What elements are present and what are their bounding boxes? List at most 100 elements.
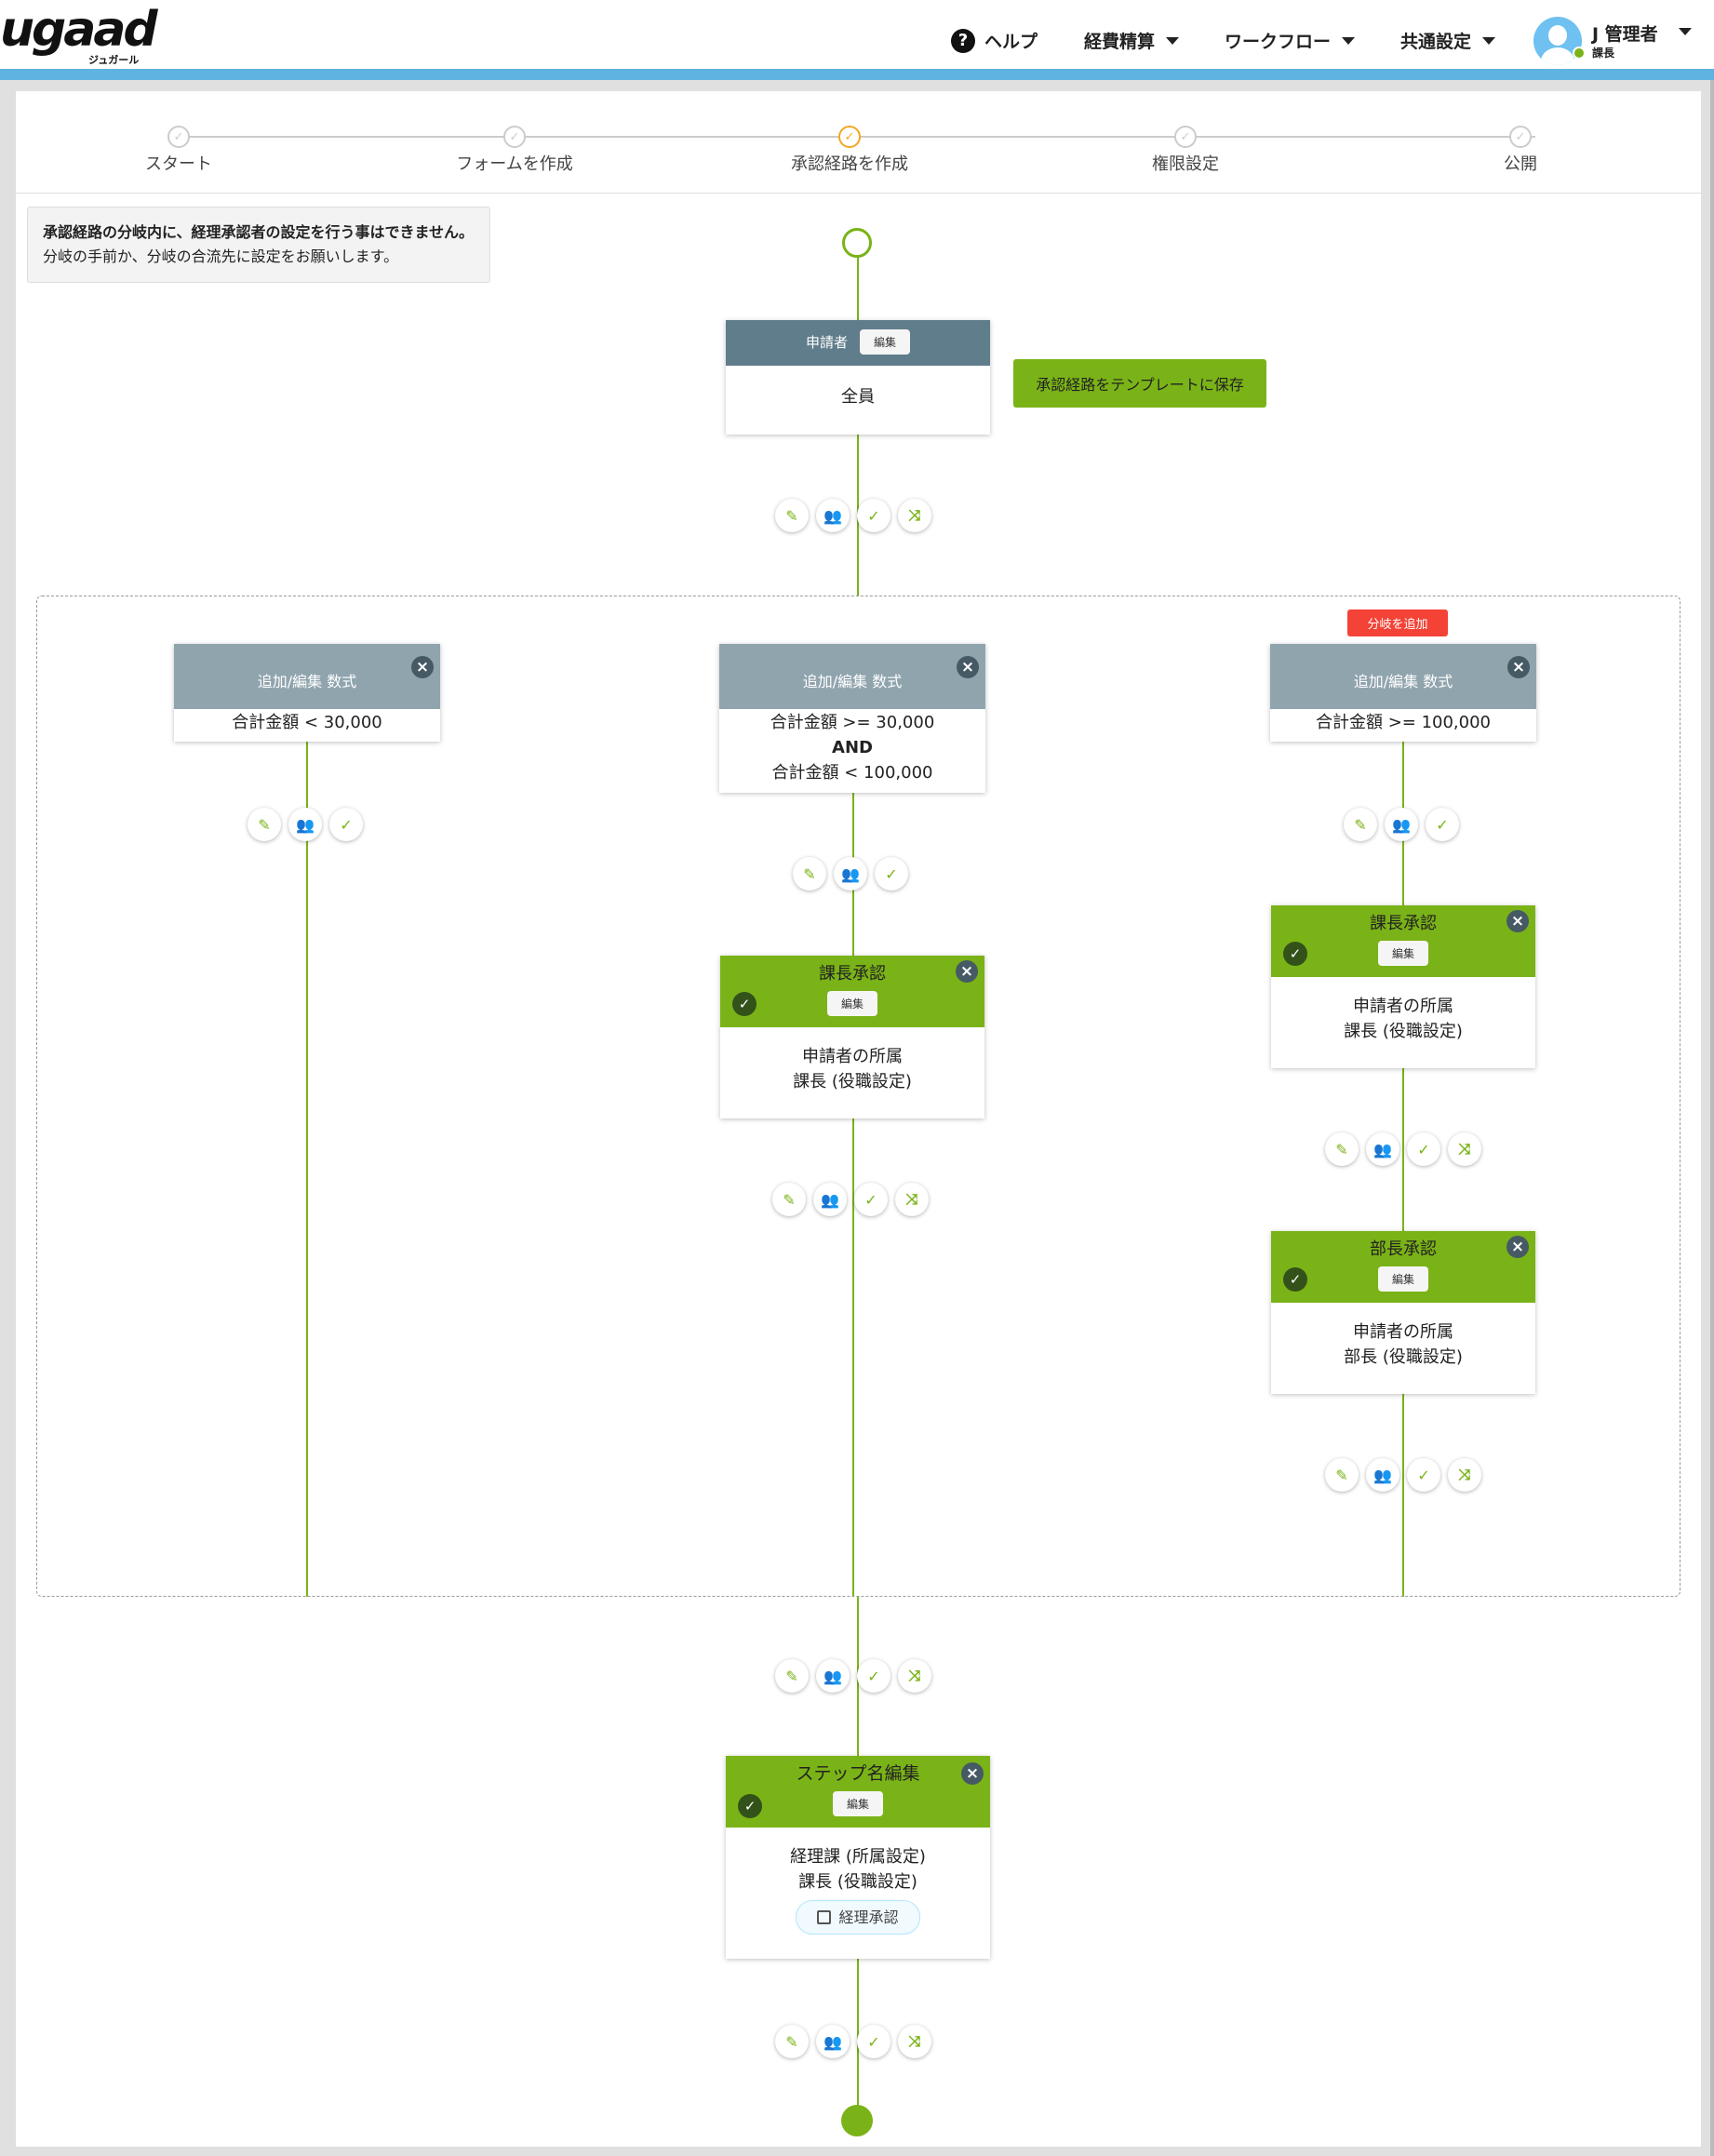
- check-icon[interactable]: ✓: [732, 992, 757, 1016]
- pencil-icon[interactable]: ✎: [248, 808, 281, 841]
- close-icon[interactable]: ×: [1506, 1236, 1529, 1258]
- pencil-icon[interactable]: ✎: [772, 1183, 806, 1216]
- menu-workflow[interactable]: ワークフロー: [1225, 28, 1356, 53]
- close-icon[interactable]: ×: [411, 656, 434, 678]
- check-icon[interactable]: ✓: [738, 1794, 762, 1818]
- add-user-icon[interactable]: 👥: [816, 1659, 850, 1693]
- save-template-button[interactable]: 承認経路をテンプレートに保存: [1013, 359, 1266, 408]
- check-icon[interactable]: ✓: [857, 2025, 890, 2058]
- branch-card-2: 追加/編集 数式 × 合計金額 >= 30,000 AND 合計金額 < 100…: [719, 644, 985, 793]
- approval-card-right-bucho: 部長承認 編集 ✓ × 申請者の所属 部長 (役職設定): [1271, 1231, 1535, 1394]
- mid-kacho-actions: ✎ 👥 ✓ ⤨: [772, 1183, 929, 1216]
- help-label: ヘルプ: [984, 32, 1038, 52]
- close-icon[interactable]: ×: [961, 1762, 984, 1785]
- mid-kacho-edit-button[interactable]: 編集: [826, 991, 877, 1016]
- branch-2-condition-line1: 合計金額 >= 30,000: [770, 713, 935, 732]
- menu-expense[interactable]: 経費精算: [1084, 28, 1180, 53]
- menu-common-settings[interactable]: 共通設定: [1400, 28, 1496, 53]
- add-branch-button[interactable]: 分岐を追加: [1347, 609, 1448, 636]
- close-icon[interactable]: ×: [1506, 910, 1529, 932]
- final-actions: ✎ 👥 ✓ ⤨: [775, 2025, 931, 2058]
- add-user-icon[interactable]: 👥: [834, 857, 867, 891]
- calculator-icon: [817, 1910, 832, 1924]
- mid-kacho-title[interactable]: 課長承認: [819, 964, 886, 984]
- shuffle-icon[interactable]: ⤨: [898, 1659, 931, 1693]
- pencil-icon[interactable]: ✎: [793, 857, 826, 891]
- shuffle-icon[interactable]: ⤨: [898, 499, 931, 532]
- check-icon[interactable]: ✓: [1407, 1132, 1440, 1166]
- check-icon[interactable]: ✓: [1426, 808, 1459, 841]
- check-icon[interactable]: ✓: [875, 857, 908, 891]
- add-user-icon[interactable]: 👥: [816, 2025, 850, 2058]
- pencil-icon[interactable]: ✎: [775, 1659, 809, 1693]
- add-user-icon[interactable]: 👥: [1366, 1132, 1399, 1166]
- check-icon[interactable]: ✓: [1283, 1267, 1307, 1292]
- add-user-icon[interactable]: 👥: [1385, 808, 1418, 841]
- step-permission-icon: ✓: [1174, 126, 1197, 148]
- pencil-icon[interactable]: ✎: [1325, 1132, 1359, 1166]
- add-user-icon[interactable]: 👥: [816, 499, 850, 532]
- route-notice: 承認経路の分岐内に、経理承認者の設定を行う事はできません。 分岐の手前か、分岐の…: [27, 207, 490, 283]
- shuffle-icon[interactable]: ⤨: [1448, 1458, 1481, 1492]
- check-icon[interactable]: ✓: [1283, 942, 1307, 966]
- right-kacho-line1: 申請者の所属: [1353, 997, 1453, 1016]
- user-name[interactable]: J 管理者: [1592, 24, 1658, 45]
- app-logo-subtitle: ジュガール: [88, 54, 140, 66]
- shuffle-icon[interactable]: ⤨: [1448, 1132, 1481, 1166]
- online-status-dot: [1573, 47, 1586, 60]
- app-logo[interactable]: ugaad: [0, 2, 158, 58]
- mid-kacho-line2: 課長 (役職設定): [793, 1072, 912, 1091]
- right-bucho-edit-button[interactable]: 編集: [1377, 1266, 1428, 1292]
- right-kacho-line2: 課長 (役職設定): [1344, 1022, 1463, 1041]
- right-bucho-title[interactable]: 部長承認: [1370, 1239, 1437, 1259]
- add-user-icon[interactable]: 👥: [813, 1183, 847, 1216]
- pencil-icon[interactable]: ✎: [1325, 1458, 1359, 1492]
- step-route-label[interactable]: 承認経路を作成: [791, 154, 908, 174]
- final-title[interactable]: ステップ名編集: [796, 1763, 920, 1784]
- pencil-icon[interactable]: ✎: [775, 2025, 809, 2058]
- branch-container: [36, 596, 1681, 1597]
- applicant-title: 申請者: [805, 334, 848, 351]
- close-icon[interactable]: ×: [956, 960, 978, 983]
- menu-expense-label: 経費精算: [1084, 32, 1156, 52]
- step-start-label[interactable]: スタート: [145, 154, 212, 174]
- user-menu-chevron-icon[interactable]: [1679, 28, 1692, 35]
- step-publish-label[interactable]: 公開: [1504, 154, 1537, 174]
- check-icon[interactable]: ✓: [857, 1659, 890, 1693]
- branch-3-condition: 合計金額 >= 100,000: [1315, 713, 1492, 732]
- check-icon[interactable]: ✓: [857, 499, 890, 532]
- check-icon[interactable]: ✓: [329, 808, 363, 841]
- accounting-approval-tag: 経理承認: [796, 1900, 920, 1935]
- branch-2-title[interactable]: 追加/編集 数式: [802, 673, 903, 690]
- chevron-down-icon: [1166, 36, 1180, 45]
- avatar[interactable]: [1533, 17, 1582, 65]
- final-header: ステップ名編集 編集 ✓ ×: [726, 1756, 990, 1828]
- applicant-edit-button[interactable]: 編集: [860, 329, 911, 355]
- scrollbar[interactable]: [1710, 80, 1714, 2156]
- final-edit-button[interactable]: 編集: [832, 1791, 883, 1816]
- help-link[interactable]: ? ヘルプ: [951, 28, 1038, 53]
- right-kacho-edit-button[interactable]: 編集: [1377, 941, 1428, 966]
- pencil-icon[interactable]: ✎: [1344, 808, 1377, 841]
- branch-3-actions: ✎ 👥 ✓: [1344, 808, 1459, 841]
- close-icon[interactable]: ×: [957, 656, 979, 678]
- branch-3-title[interactable]: 追加/編集 数式: [1353, 673, 1453, 690]
- add-user-icon[interactable]: 👥: [1366, 1458, 1399, 1492]
- branch-1-title[interactable]: 追加/編集 数式: [257, 673, 357, 690]
- step-form-label[interactable]: フォームを作成: [456, 154, 573, 174]
- final-line1: 経理課 (所属設定): [790, 1847, 926, 1867]
- check-icon[interactable]: ✓: [854, 1183, 888, 1216]
- add-user-icon[interactable]: 👥: [288, 808, 322, 841]
- close-icon[interactable]: ×: [1507, 656, 1530, 678]
- shuffle-icon[interactable]: ⤨: [895, 1183, 929, 1216]
- shuffle-icon[interactable]: ⤨: [898, 2025, 931, 2058]
- step-permission-label[interactable]: 権限設定: [1152, 154, 1219, 174]
- right-kacho-title[interactable]: 課長承認: [1370, 914, 1437, 933]
- right-kacho-actions: ✎ 👥 ✓ ⤨: [1325, 1132, 1481, 1166]
- notice-bold-text: 承認経路の分岐内に、経理承認者の設定を行う事はできません。: [43, 223, 475, 241]
- right-bucho-line1: 申請者の所属: [1353, 1322, 1453, 1342]
- pencil-icon[interactable]: ✎: [775, 499, 809, 532]
- flow-line: [852, 792, 854, 1597]
- check-icon[interactable]: ✓: [1407, 1458, 1440, 1492]
- step-publish-icon: ✓: [1509, 126, 1532, 148]
